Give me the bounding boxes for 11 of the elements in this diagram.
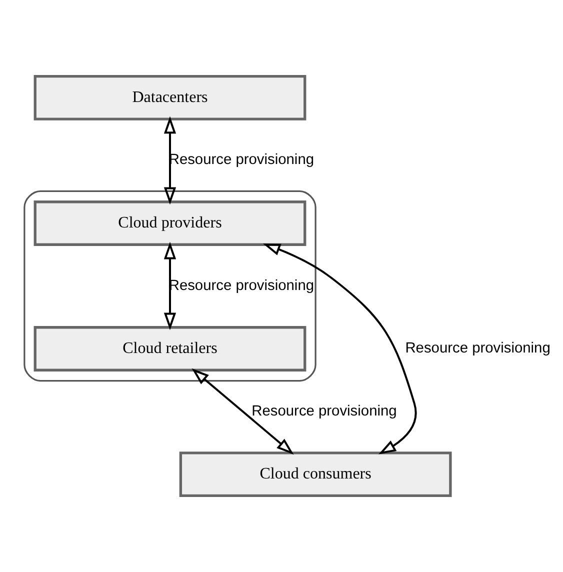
edge-label: Resource provisioning [252,403,397,420]
node-box: Datacenters [34,75,306,120]
arrow [164,116,176,205]
node-box: Cloud providers [34,200,306,246]
edge-label: Resource provisioning [405,340,550,357]
node-box: Cloud consumers [179,452,452,497]
node-box: Cloud retailers [34,326,306,372]
arrow [192,368,294,455]
arrow [262,244,417,454]
cluster [24,190,316,382]
arrow [164,242,176,330]
